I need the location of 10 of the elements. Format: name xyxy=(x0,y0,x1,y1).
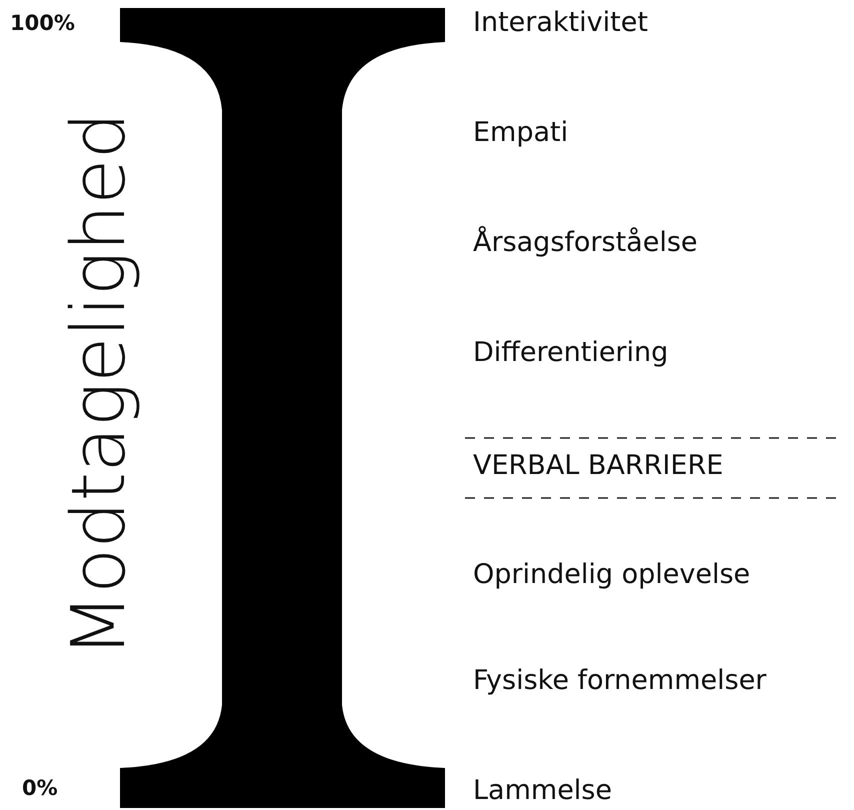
level-label: Interaktivitet xyxy=(473,8,648,38)
level-label: Fysiske fornemmelser xyxy=(473,666,766,696)
level-label: Årsagsforståelse xyxy=(473,228,698,258)
level-label: Differentiering xyxy=(473,338,668,368)
level-label: Oprindelig oplevelse xyxy=(473,560,750,590)
level-label: Empati xyxy=(473,118,568,148)
scale-bottom-value: 0% xyxy=(22,777,58,800)
level-label: Lammelse xyxy=(473,776,612,806)
scale-top-value: 100% xyxy=(10,12,75,36)
barrier-label: VERBAL BARRIERE xyxy=(473,451,724,481)
